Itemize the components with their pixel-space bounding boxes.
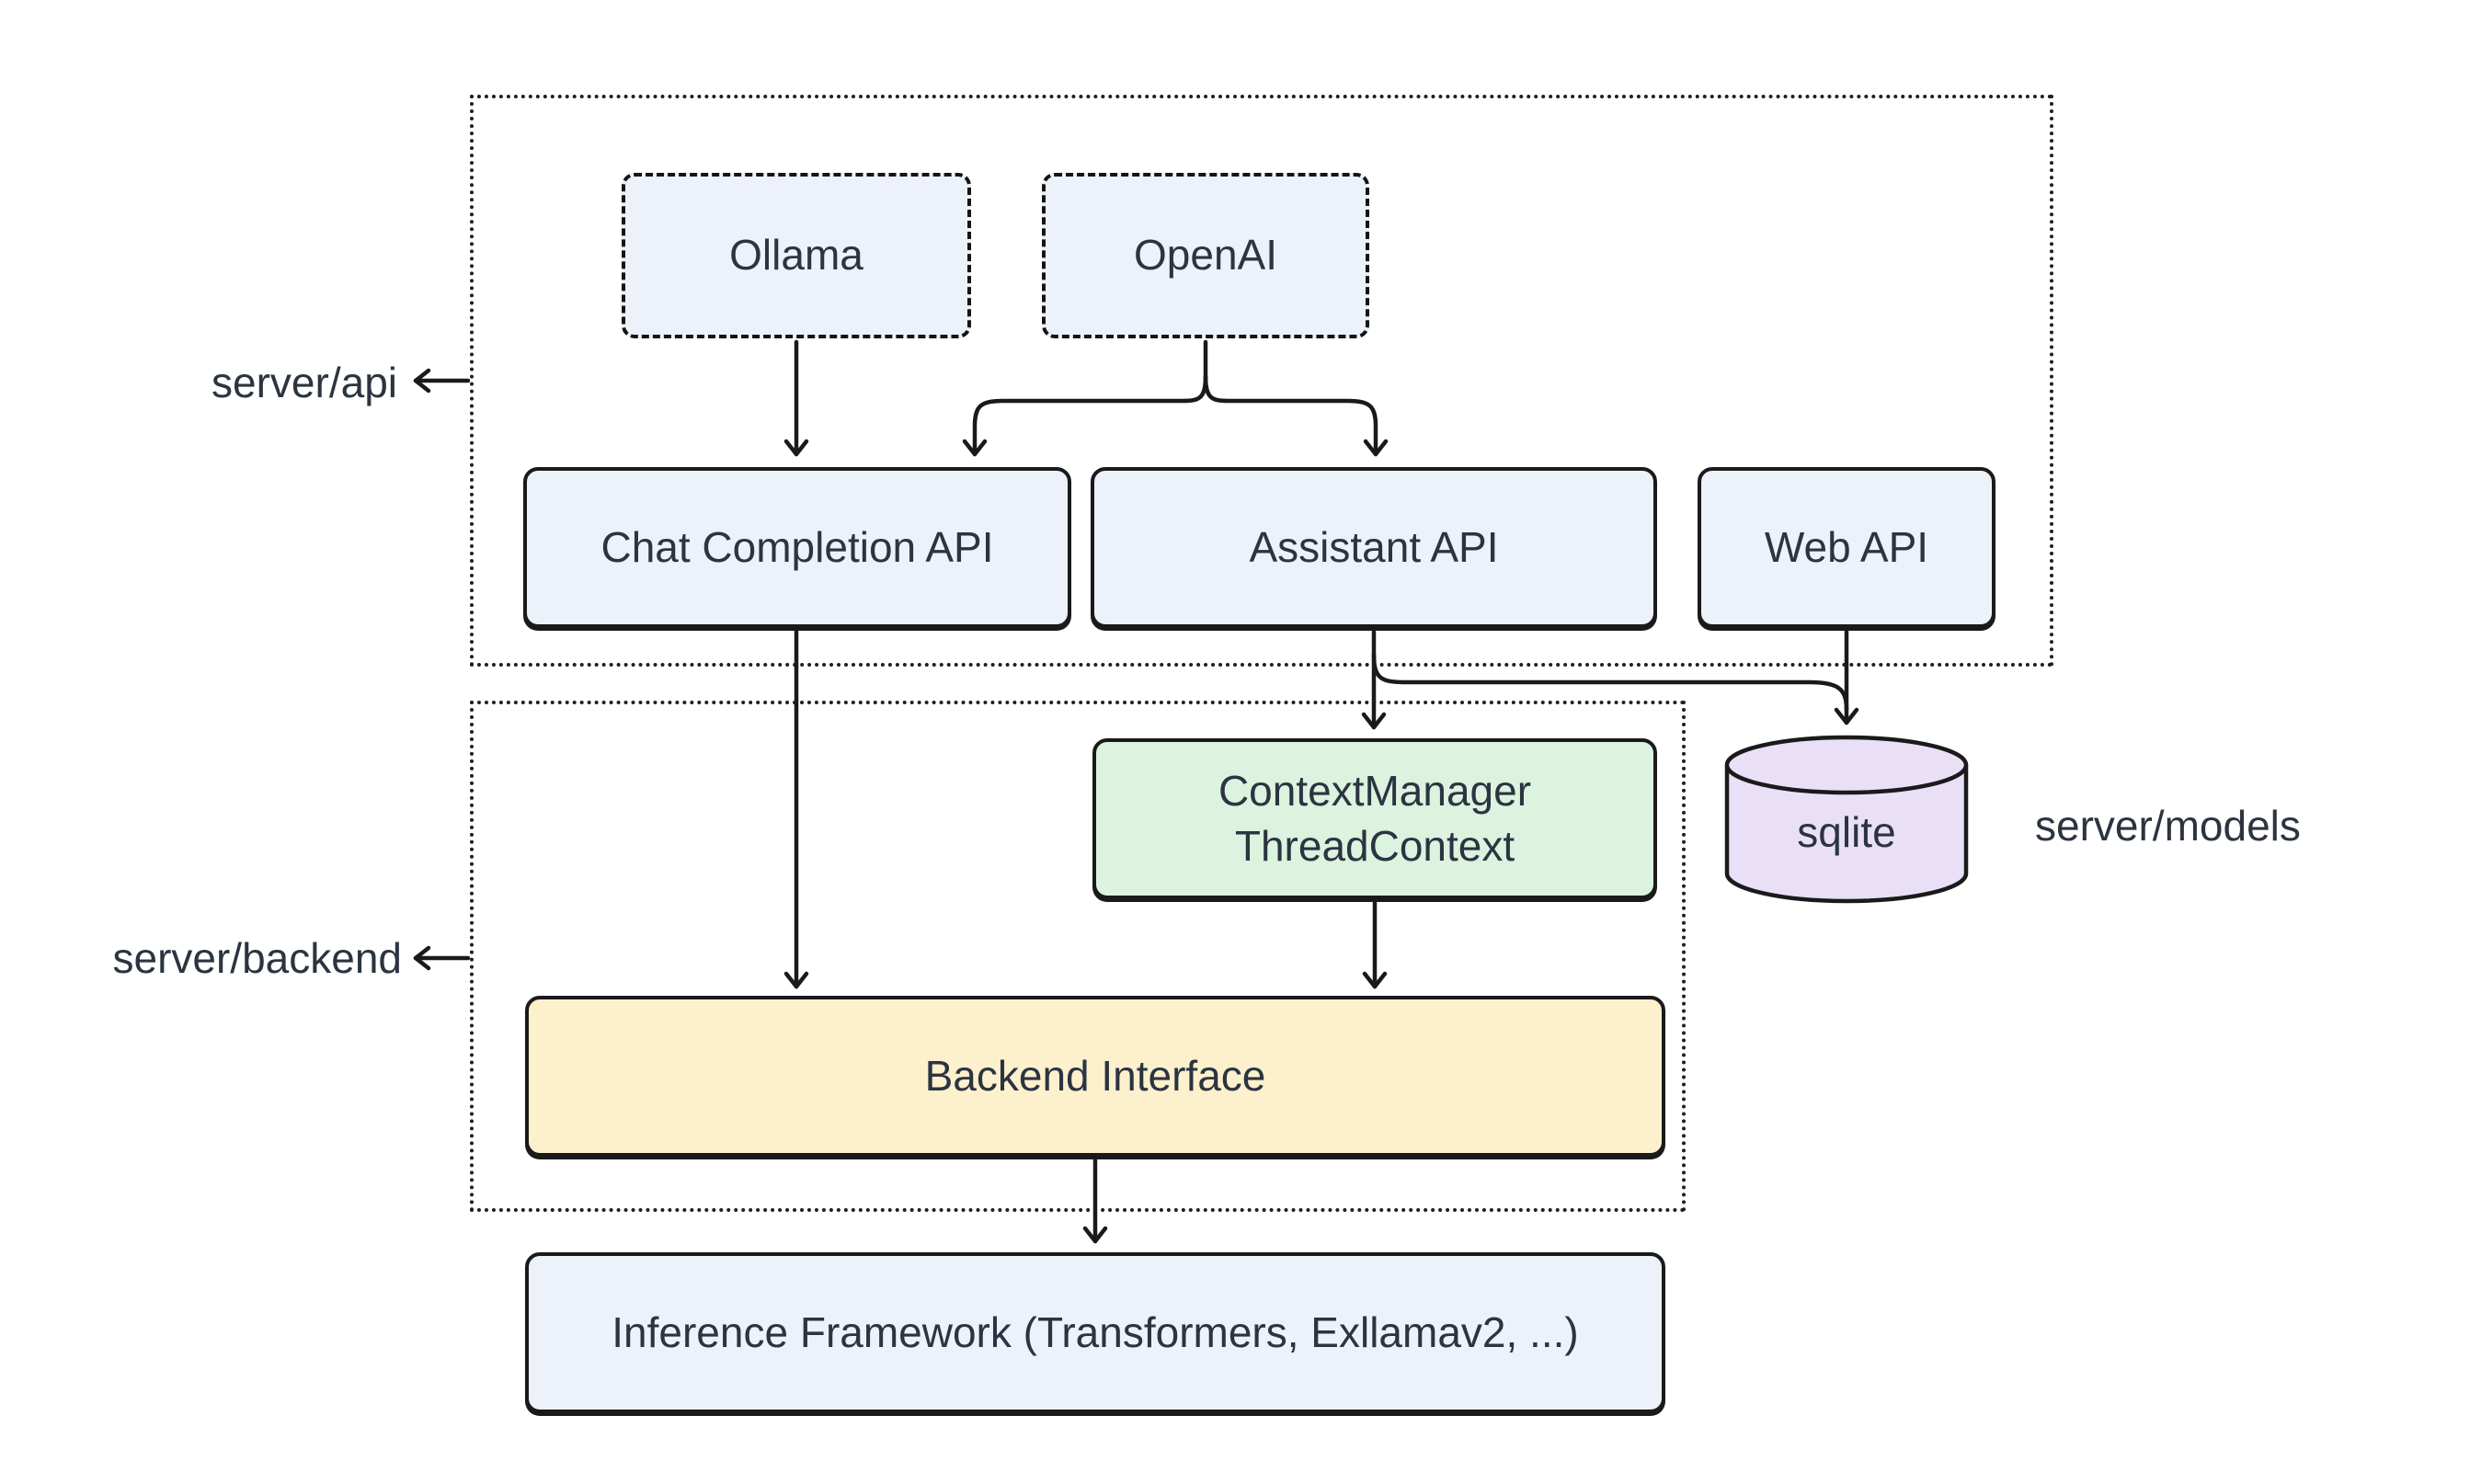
server-api-label: server/api	[212, 359, 397, 406]
node-inference-framework-label: Inference Framework (Transformers, Exlla…	[612, 1307, 1579, 1356]
node-openai: OpenAI	[1042, 173, 1369, 338]
node-openai-label: OpenAI	[1134, 231, 1277, 280]
node-inference-framework: Inference Framework (Transformers, Exlla…	[525, 1252, 1665, 1413]
node-sqlite-label: sqlite	[1797, 808, 1896, 856]
node-web-api-label: Web API	[1764, 522, 1929, 571]
node-ollama-label: Ollama	[729, 231, 863, 280]
server-backend-label: server/backend	[112, 934, 403, 982]
node-backend-interface-label: Backend Interface	[924, 1051, 1266, 1100]
node-chat-completion-api: Chat Completion API	[523, 467, 1071, 628]
node-web-api: Web API	[1698, 467, 1995, 628]
server-api-container	[470, 95, 2053, 667]
server-backend-container	[470, 701, 1686, 1212]
node-backend-interface: Backend Interface	[525, 996, 1665, 1157]
node-context-manager-line2: ThreadContext	[1234, 821, 1515, 870]
server-models-label: server/models	[2035, 802, 2301, 850]
node-ollama: Ollama	[622, 173, 971, 338]
node-assistant-api-label: Assistant API	[1249, 522, 1499, 571]
node-assistant-api: Assistant API	[1091, 467, 1657, 628]
node-context-manager: ContextManager ThreadContext	[1092, 738, 1657, 899]
node-chat-completion-api-label: Chat Completion API	[600, 522, 994, 571]
node-context-manager-line1: ContextManager	[1218, 766, 1532, 815]
